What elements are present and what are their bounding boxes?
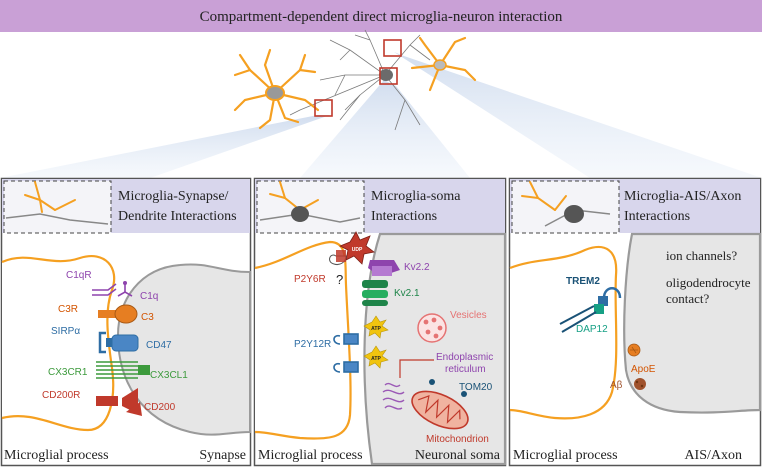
panel-synapse-heading-line1: Microglia-Synapse/ xyxy=(118,189,229,204)
label-kv22: Kv2.2 xyxy=(404,262,430,273)
label-atp-1: ATP xyxy=(371,326,381,332)
label-er-line1: Endoplasmic xyxy=(436,352,493,363)
panel-axon-bottom-left: Microglial process xyxy=(513,448,618,463)
panel-axon-heading-line2: Interactions xyxy=(624,209,690,224)
microglial-process-shape-3 xyxy=(509,245,618,420)
panel-soma-heading-line1: Microglia-soma xyxy=(371,189,461,204)
label-dap12: DAP12 xyxy=(576,324,608,335)
figure-title: Compartment-dependent direct microglia-n… xyxy=(200,9,563,25)
zoom-box-synapse xyxy=(314,99,333,117)
label-sirpa: SIRPα xyxy=(51,326,80,337)
zoom-box-soma xyxy=(379,67,398,85)
panel-synapse-bottom-left: Microglial process xyxy=(4,448,109,463)
label-cd47: CD47 xyxy=(146,340,172,351)
panel-synapse-bottom-right: Synapse xyxy=(199,448,246,463)
label-ion-channels: ion channels? xyxy=(666,248,737,263)
label-c1q: C1q xyxy=(140,291,158,302)
zoom-beam-right xyxy=(394,52,762,178)
label-c1qr: C1qR xyxy=(66,270,92,281)
panel-synapse: Microglia-Synapse/ Dendrite Interactions… xyxy=(0,177,252,467)
label-udp: UDP xyxy=(352,247,363,253)
label-apoe: ApoE xyxy=(631,364,656,375)
label-question: ? xyxy=(336,272,343,287)
label-abeta: Aβ xyxy=(610,380,623,391)
panel-soma-heading-line2: Interactions xyxy=(371,209,437,224)
label-oligo-line2: contact? xyxy=(666,291,710,306)
label-c3r: C3R xyxy=(58,304,78,315)
label-p2y12r: P2Y12R xyxy=(294,339,331,350)
soma-shape xyxy=(363,232,507,466)
label-oligo-line1: oligodendrocyte xyxy=(666,275,751,290)
label-mitochondrion: Mitochondrion xyxy=(426,434,489,445)
zoom-beam-middle xyxy=(300,80,470,178)
overview-neuron-illustration xyxy=(289,29,431,131)
label-cx3cl1: CX3CL1 xyxy=(150,370,188,381)
label-cx3cr1: CX3CR1 xyxy=(48,367,88,378)
panel-axon-bottom-right: AIS/Axon xyxy=(684,448,742,463)
title-banner xyxy=(0,0,762,32)
microglial-process-shape-2 xyxy=(254,240,352,440)
axon-shape xyxy=(623,232,762,414)
panel-soma-thumbnail xyxy=(256,180,365,234)
label-cd200: CD200 xyxy=(144,402,176,413)
overview-microglia-right xyxy=(410,36,477,92)
panel-soma: Microglia-soma Interactions UDP P2Y6R ? … xyxy=(253,177,507,467)
label-c3: C3 xyxy=(141,312,154,323)
label-er-line2: reticulum xyxy=(445,364,486,375)
microglial-process-shape-1 xyxy=(1,255,116,432)
panel-soma-bottom-left: Microglial process xyxy=(258,448,363,463)
panel-axon: Microglia-AIS/Axon Interactions TREM2 DA… xyxy=(508,177,762,467)
overview-microglia-left xyxy=(233,48,320,130)
label-trem2: TREM2 xyxy=(566,276,600,287)
panel-synapse-thumbnail xyxy=(3,180,112,234)
label-kv21: Kv2.1 xyxy=(394,288,420,299)
panel-axon-heading-line1: Microglia-AIS/Axon xyxy=(624,189,741,204)
label-p2y6r: P2Y6R xyxy=(294,274,326,285)
panel-axon-thumbnail xyxy=(511,180,620,234)
panel-soma-bottom-right: Neuronal soma xyxy=(415,448,501,463)
zoom-box-axon xyxy=(383,39,402,57)
label-cd200r: CD200R xyxy=(42,390,80,401)
panel-synapse-heading-line2: Dendrite Interactions xyxy=(118,209,237,224)
label-atp-2: ATP xyxy=(371,356,381,362)
label-vesicles: Vesicles xyxy=(450,310,487,321)
zoom-beam-left xyxy=(0,115,330,178)
label-tom20: TOM20 xyxy=(459,382,493,393)
